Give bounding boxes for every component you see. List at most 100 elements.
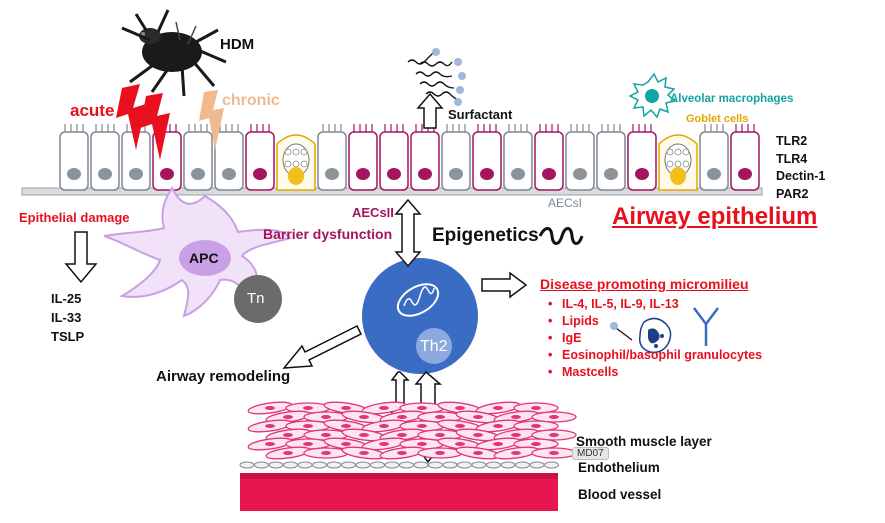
endothelial-cell [471,461,487,469]
endothelial-cell [384,461,400,469]
epithelial-damage-label: Epithelial damage [19,210,130,225]
endothelial-cell [442,461,458,469]
barrier-dysfunction-arrow [394,198,422,268]
aecsi-cell [503,124,533,191]
goblet-cell [658,134,698,191]
surfactant-icon [407,51,459,101]
smooth-muscle-cell [379,446,425,460]
aecsi-cell [596,124,626,191]
smooth-muscle-layer [247,401,577,460]
aecsi-cell [699,124,729,191]
smooth-muscle-cell [513,438,559,450]
apc-label: APC [189,250,219,266]
endothelial-cell [297,461,313,469]
endothelial-cell [428,461,443,469]
smooth-muscle-cell [303,447,349,459]
surfactant-arrow [416,92,444,129]
endothelial-cell [370,461,385,469]
endothelial-cell [486,461,501,469]
alveolar-macrophage-icon [628,72,677,119]
endothelial-cell [341,461,356,469]
tn-label: Tn [247,290,265,307]
chronic-lightning-icon [199,90,224,150]
endothelial-cell [268,461,284,469]
aecsi-cell [214,124,244,191]
cytokine-list: IL-25 IL-33 TSLP [51,289,84,346]
endothelial-cell [283,461,298,469]
micromilieu-list: IL-4, IL-5, IL-9, IL-13 Lipids IgE Eosin… [548,296,762,381]
airway-remodeling-arrow [282,324,363,369]
smooth-muscle-cell [285,420,331,432]
smooth-muscle-cell [361,401,407,415]
receptor-tlr4: TLR4 [776,151,808,166]
aecsii-cell [379,124,409,191]
aecsii-cell [730,124,760,191]
th2-cell [362,258,478,374]
smooth-muscle-cell [361,419,407,433]
alveolar-macrophages-label: Alveolar macrophages [670,93,794,105]
house-dust-mite-icon [121,9,227,97]
endothelial-cell [457,461,472,469]
receptor-list: TLR2 TLR4 Dectin-1 PAR2 [776,133,825,203]
goblet-cell [276,134,316,191]
smooth-muscle-label: Smooth muscle layer [576,434,712,449]
smooth-muscle-cell [475,401,521,415]
aecsi-label: AECsI [548,196,583,210]
endothelial-cell [312,461,327,469]
endothelial-cell [239,461,255,469]
airway-epithelium-title: Airway epithelium [612,203,818,230]
endothelial-cell [399,461,414,469]
epithelial-cell-row [59,124,760,191]
aecsi-cell [183,124,213,191]
micromilieu-title: Disease promoting micromilieu [540,276,749,292]
epigenetics-dna-icon [538,227,584,245]
aecsii-cell [627,124,657,191]
receptor-dectin1: Dectin-1 [776,169,826,183]
watermark-badge: MD07 [572,447,609,460]
blood-vessel-label: Blood vessel [578,487,662,502]
aecsii-cell [245,124,275,191]
blood-vessel-band [240,473,558,511]
endothelial-cell [544,461,559,469]
smooth-muscle-cell [455,446,501,460]
surfactant-label: Surfactant [448,107,513,122]
epigenetics-label: Epigenetics [432,225,539,246]
airway-remodeling-label: Airway remodeling [156,368,291,385]
receptor-par2: PAR2 [776,186,809,201]
micromilieu-granulocytes: Eosinophil/basophil granulocytes [548,347,762,364]
hdm-label: HDM [220,36,255,53]
micromilieu-lipids: Lipids [548,313,762,330]
barrier-dysfunction-label: Barrier dysfunction [263,226,393,242]
endothelial-cell [326,461,342,469]
aecsii-cell [472,124,502,191]
endothelial-cell [500,461,516,469]
aecsii-cell [410,124,440,191]
endothelial-cell [355,461,371,469]
acute-label: acute [70,101,115,120]
naive-t-cell [234,275,282,323]
blood-vessel-edge [240,473,558,479]
endothelial-cell [413,461,429,469]
th2-label: Th2 [420,338,448,355]
smooth-muscle-cell [513,402,559,414]
smooth-muscle-cell [341,410,387,424]
endothelial-cell [529,461,545,469]
cytokine-il25: IL-25 [51,291,82,306]
aecsii-label: AECsII [352,205,394,220]
aecsi-cell [90,124,120,191]
smooth-muscle-cell [531,447,577,459]
endothelium-layer [239,461,559,469]
micromilieu-mastcells: Mastcells [548,364,762,381]
smooth-muscle-cell [513,420,559,432]
surfactant-lipid-heads [432,48,466,106]
micromilieu-interleukins: IL-4, IL-5, IL-9, IL-13 [548,296,762,313]
aecsii-cell [348,124,378,191]
micromilieu-arrow [481,271,528,299]
aecsi-cell [59,124,89,191]
mitochondrion-icon [396,283,440,317]
goblet-cells-label: Goblet cells [686,113,749,125]
aecsi-cell [441,124,471,191]
endothelium-label: Endothelium [578,460,660,475]
